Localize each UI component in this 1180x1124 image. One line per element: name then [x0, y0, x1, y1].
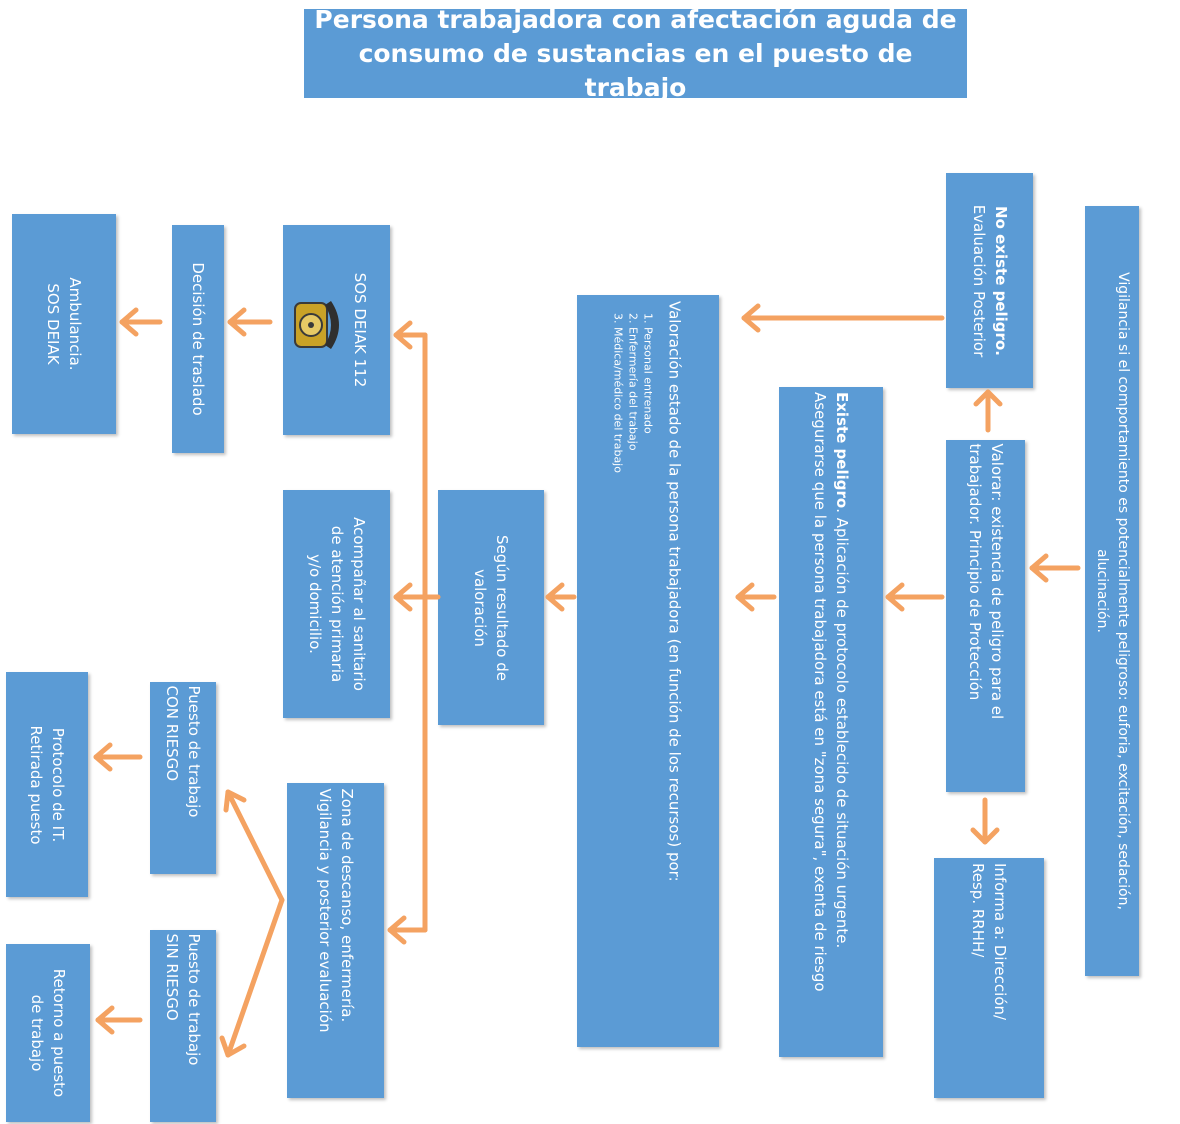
title-line-2: consumo de sustancias en el puesto de tr…	[358, 38, 913, 102]
valorar-line-1: Valorar: existencia de peligro para el	[987, 443, 1006, 720]
no-peligro-text: Evaluación Posterior	[969, 204, 988, 357]
valoracion-item-1: 1. Personal entrenado	[641, 313, 655, 434]
sin-riesgo-line-1: Puesto de trabajo	[185, 933, 203, 1066]
arrow-zona-sin-riesgo	[225, 897, 285, 1058]
decision-label: Decisión de traslado	[189, 262, 207, 416]
protocolo-line-1: Protocolo de IT.	[49, 727, 67, 842]
ambulancia-line-2: SOS DEIAK	[44, 283, 62, 365]
zona-box: Zona de descanso, enfermería. Vigilancia…	[287, 783, 384, 1098]
segun-line-2: valoración	[471, 568, 489, 647]
acompanar-line-1: Acompañar al sanitario	[349, 517, 368, 691]
con-riesgo-line-2: CON RIESGO	[163, 685, 181, 782]
sos-box: SOS DEIAK 112	[283, 225, 390, 435]
con-riesgo-line-1: Puesto de trabajo	[185, 685, 203, 818]
con-riesgo-box: Puesto de trabajo CON RIESGO	[150, 682, 216, 874]
existe-peligro-box: Existe peligro. Aplicación de protocolo …	[779, 387, 883, 1057]
informa-line-2: Resp. RRHH/	[969, 863, 987, 958]
vigilancia-line-2: alucinación.	[1094, 549, 1110, 633]
retorno-box: Retorno a puesto de trabajo	[6, 944, 90, 1122]
no-peligro-bold: No existe peligro.	[991, 205, 1010, 356]
segun-line-1: Según resultado de	[493, 534, 511, 681]
title-line-1: Persona trabajadora con afectación aguda…	[314, 4, 957, 34]
sin-riesgo-box: Puesto de trabajo SIN RIESGO	[150, 930, 216, 1122]
ambulancia-line-1: Ambulancia.	[66, 277, 84, 371]
no-peligro-box: No existe peligro. Evaluación Posterior	[946, 173, 1033, 388]
informa-box: Informa a: Dirección/ Resp. RRHH/	[934, 858, 1044, 1098]
informa-line-1: Informa a: Dirección/	[991, 863, 1009, 1021]
arrow-zona-con-riesgo	[225, 789, 285, 903]
acompanar-line-2: de atención primaria	[327, 525, 346, 683]
vigilancia-line-1: Vigilancia si el comportamiento es poten…	[1115, 272, 1131, 910]
ambulancia-box: Ambulancia. SOS DEIAK	[12, 214, 116, 434]
zona-line-1: Zona de descanso, enfermería.	[337, 788, 356, 1022]
acompanar-line-3: y/o domicilio.	[305, 554, 324, 654]
zona-line-2: Vigilancia y posterior evaluación	[315, 788, 334, 1033]
retorno-line-1: Retorno a puesto	[50, 968, 68, 1098]
valorar-line-2: trabajador. Principio de Protección	[965, 443, 984, 701]
decision-box: Decisión de traslado	[172, 225, 224, 453]
acompanar-box: Acompañar al sanitario de atención prima…	[283, 490, 390, 718]
valorar-box: Valorar: existencia de peligro para el t…	[946, 440, 1025, 792]
valoracion-item-2: 2. Enfermería del trabajo	[626, 313, 640, 451]
segun-box: Según resultado de valoración	[438, 490, 544, 725]
valoracion-item-3: 3. Médica/médico del trabajo	[611, 313, 625, 473]
valoracion-heading: Valoración estado de la persona trabajad…	[665, 301, 684, 882]
existe-peligro-bold: Existe peligro	[833, 392, 851, 509]
existe-peligro-line-1: . Aplicación de protocolo establecido de…	[833, 508, 851, 949]
sin-riesgo-line-2: SIN RIESGO	[163, 933, 181, 1021]
telephone-icon	[294, 301, 339, 349]
valoracion-box: Valoración estado de la persona trabajad…	[577, 295, 719, 1047]
protocolo-line-2: Retirada puesto	[27, 725, 45, 844]
existe-peligro-line-2: Asegurarse que la persona trabajadora es…	[811, 392, 829, 992]
vigilancia-box: Vigilancia si el comportamiento es poten…	[1085, 206, 1139, 976]
protocolo-box: Protocolo de IT. Retirada puesto	[6, 672, 88, 897]
diagram-title: Persona trabajadora con afectación aguda…	[304, 5, 967, 102]
retorno-line-2: de trabajo	[28, 994, 46, 1072]
sos-label: SOS DEIAK 112	[351, 272, 370, 388]
